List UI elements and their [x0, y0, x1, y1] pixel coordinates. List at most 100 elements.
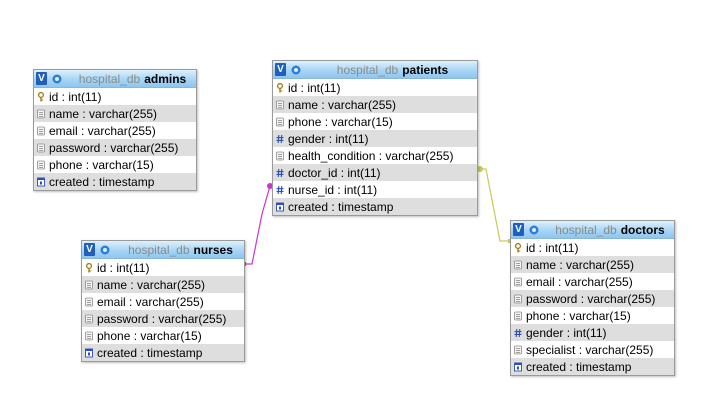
column-row[interactable]: phone : varchar(15) — [82, 327, 244, 344]
column-row[interactable]: phone : varchar(15) — [273, 113, 477, 130]
relation-line-patients-doctors — [478, 168, 510, 242]
column-row[interactable]: created : timestamp — [34, 173, 196, 190]
column-row[interactable]: name : varchar(255) — [82, 276, 244, 293]
column-label: id : int(11) — [97, 260, 150, 275]
column-row[interactable]: email : varchar(255) — [82, 293, 244, 310]
column-label: created : timestamp — [97, 345, 203, 360]
number-field-icon — [514, 328, 522, 338]
column-label: phone : varchar(15) — [97, 328, 202, 343]
column-row[interactable]: id : int(11) — [511, 239, 674, 256]
table-name: admins — [144, 71, 187, 86]
column-label: email : varchar(255) — [49, 123, 156, 138]
text-field-icon — [37, 126, 45, 136]
column-row[interactable]: password : varchar(255) — [82, 310, 244, 327]
column-label: password : varchar(255) — [49, 140, 179, 155]
table-rows: id : int(11) name : varchar(255) email : v… — [34, 88, 196, 190]
db-name: hospital_db — [336, 62, 399, 77]
table-rows: id : int(11) name : varchar(255)email : v… — [82, 259, 244, 361]
db-name: hospital_db — [78, 71, 141, 86]
column-label: phone : varchar(15) — [526, 308, 631, 323]
column-row[interactable]: phone : varchar(15) — [511, 307, 674, 324]
text-field-icon — [276, 117, 284, 127]
gear-icon[interactable] — [290, 64, 302, 76]
key-icon — [514, 242, 522, 253]
column-row[interactable]: specialist : varchar(255) — [511, 341, 674, 358]
column-label: doctor_id : int(11) — [288, 165, 381, 180]
column-row[interactable]: created : timestamp — [511, 358, 674, 375]
table-name: doctors — [620, 222, 665, 237]
text-field-icon — [37, 160, 45, 170]
column-row[interactable]: email : varchar(255) — [34, 122, 196, 139]
column-label: name : varchar(255) — [97, 277, 206, 292]
text-field-icon — [514, 260, 522, 270]
key-icon — [85, 262, 93, 273]
text-field-icon — [37, 109, 45, 119]
column-label: password : varchar(255) — [526, 291, 656, 306]
key-icon — [276, 82, 284, 93]
text-field-icon — [514, 311, 522, 321]
column-label: phone : varchar(15) — [288, 114, 393, 129]
column-label: id : int(11) — [288, 80, 341, 95]
column-label: name : varchar(255) — [49, 106, 158, 121]
gear-icon[interactable] — [51, 73, 63, 85]
timestamp-icon — [276, 202, 284, 212]
toggle-columns-button[interactable]: V — [513, 223, 524, 236]
text-field-icon — [276, 151, 284, 161]
column-row[interactable]: gender : int(11) — [273, 130, 477, 147]
column-row[interactable]: email : varchar(255) — [511, 273, 674, 290]
db-name: hospital_db — [555, 222, 617, 237]
gear-icon[interactable] — [528, 224, 540, 236]
number-field-icon — [276, 168, 284, 178]
table-name: nurses — [193, 242, 233, 257]
column-label: created : timestamp — [49, 174, 155, 189]
column-row[interactable]: doctor_id : int(11) — [273, 164, 477, 181]
column-row[interactable]: name : varchar(255) — [34, 105, 196, 122]
column-label: specialist : varchar(255) — [526, 342, 654, 357]
timestamp-icon — [514, 362, 522, 372]
column-label: name : varchar(255) — [288, 97, 397, 112]
timestamp-icon — [37, 177, 45, 187]
toggle-columns-button[interactable]: V — [275, 63, 286, 76]
column-row[interactable]: phone : varchar(15) — [34, 156, 196, 173]
column-row[interactable]: id : int(11) — [273, 79, 477, 96]
column-label: gender : int(11) — [526, 325, 607, 340]
column-row[interactable]: password : varchar(255) — [34, 139, 196, 156]
column-label: email : varchar(255) — [526, 274, 633, 289]
column-row[interactable]: name : varchar(255) — [273, 96, 477, 113]
column-row[interactable]: created : timestamp — [273, 198, 477, 215]
text-field-icon — [85, 280, 93, 290]
text-field-icon — [514, 294, 522, 304]
column-row[interactable]: id : int(11) — [82, 259, 244, 276]
column-row[interactable]: created : timestamp — [82, 344, 244, 361]
column-row[interactable]: nurse_id : int(11) — [273, 181, 477, 198]
text-field-icon — [85, 331, 93, 341]
number-field-icon — [276, 134, 284, 144]
column-row[interactable]: health_condition : varchar(255) — [273, 147, 477, 164]
column-row[interactable]: id : int(11) — [34, 88, 196, 105]
gear-icon[interactable] — [99, 244, 111, 256]
column-row[interactable]: gender : int(11) — [511, 324, 674, 341]
column-label: id : int(11) — [49, 89, 102, 104]
column-row[interactable]: name : varchar(255) — [511, 256, 674, 273]
table-rows: id : int(11)name : varchar(255) email : v… — [511, 239, 674, 375]
text-field-icon — [37, 143, 45, 153]
toggle-columns-button[interactable]: V — [36, 72, 47, 85]
key-icon — [37, 91, 45, 102]
table-rows: id : int(11) name : varchar(255) phone : v… — [273, 79, 477, 215]
column-label: created : timestamp — [526, 359, 632, 374]
timestamp-icon — [85, 348, 93, 358]
column-row[interactable]: password : varchar(255) — [511, 290, 674, 307]
column-label: phone : varchar(15) — [49, 157, 154, 172]
table-name: patients — [402, 62, 449, 77]
column-label: name : varchar(255) — [526, 257, 635, 272]
toggle-columns-button[interactable]: V — [84, 243, 95, 256]
